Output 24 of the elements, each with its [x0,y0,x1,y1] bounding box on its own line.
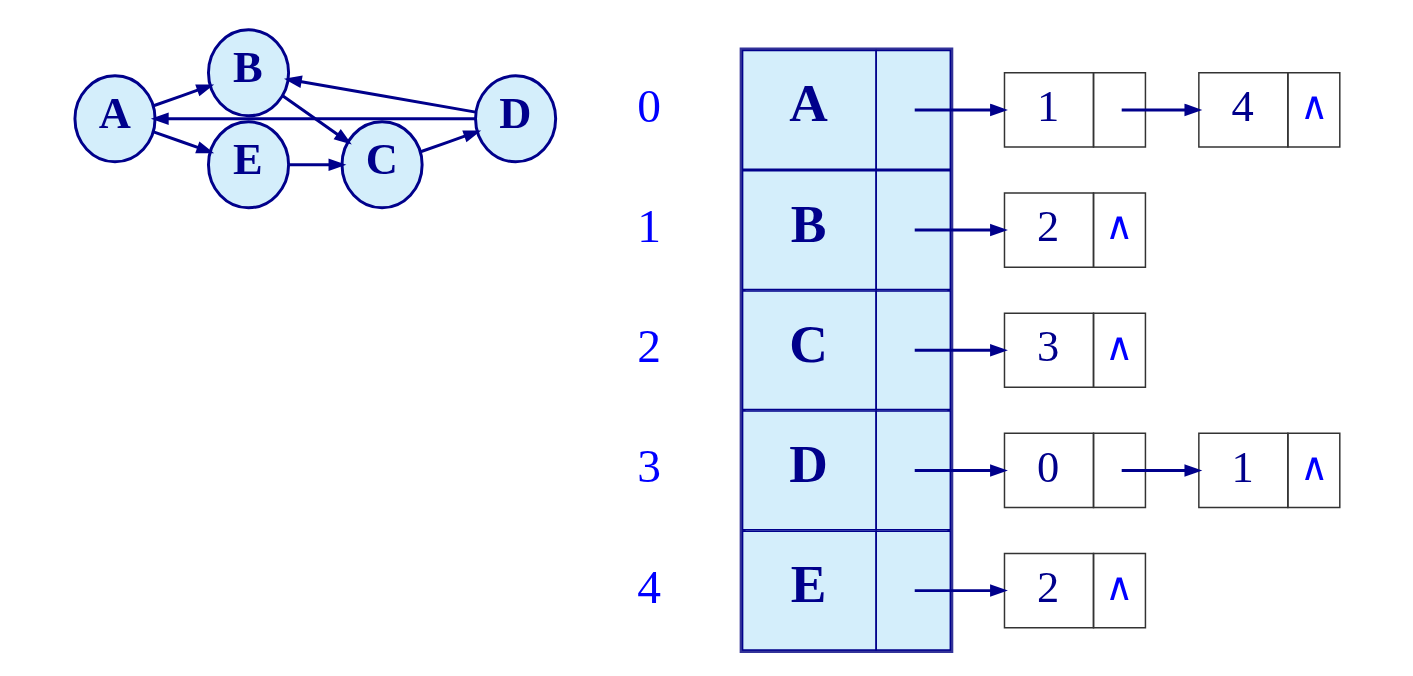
arrow [914,103,1008,117]
arrow [1121,464,1202,477]
label: 3 [636,440,661,493]
label: 2 [636,320,661,373]
label: 1 [636,200,661,253]
arrow [283,75,476,114]
arrow [914,464,1008,477]
node-circle: A [72,74,157,164]
arrow [914,584,1008,597]
arrow [281,94,352,145]
label: 0 [636,79,661,132]
arrow [914,223,1008,237]
arrow [1121,103,1202,117]
arrow [152,84,214,108]
arrow [914,344,1008,357]
arrow [288,158,346,172]
arrow [419,130,481,154]
arrow [152,130,214,154]
node-circle: D [473,74,557,164]
node-circle: C [340,120,424,210]
label: 4 [636,560,661,613]
arrow [150,112,475,126]
node-circle: B [206,28,290,118]
node-circle: E [206,120,290,210]
